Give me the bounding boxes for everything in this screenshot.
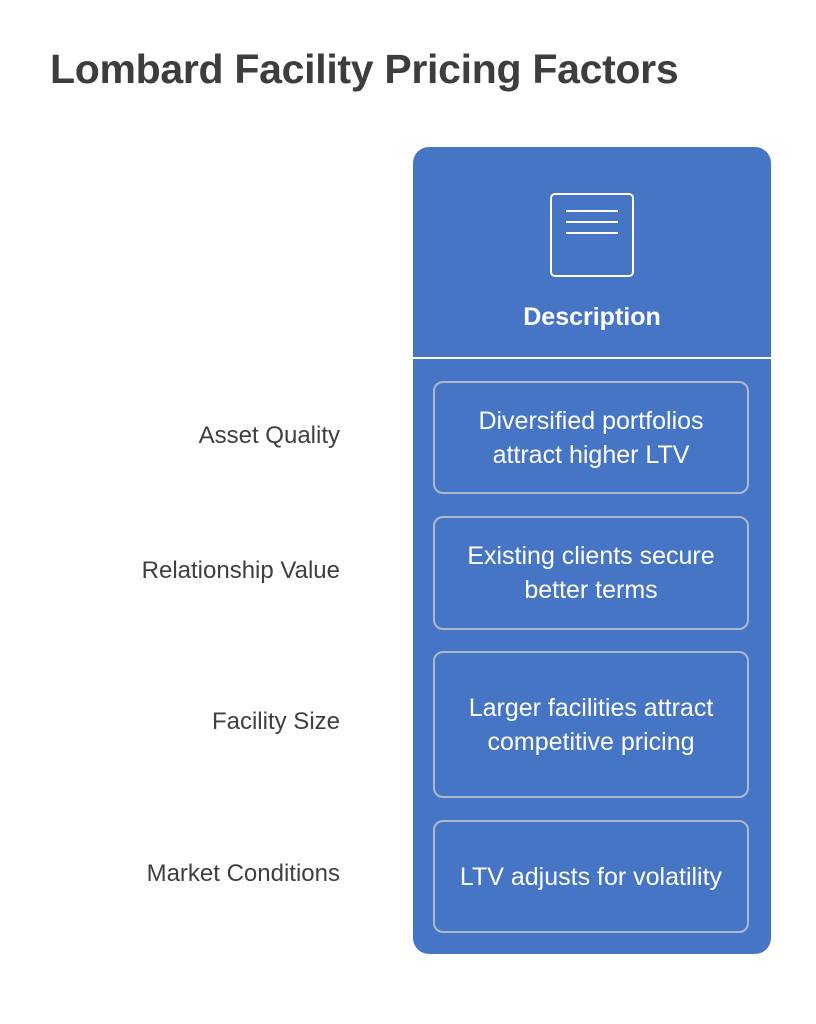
page-title: Lombard Facility Pricing Factors — [50, 46, 679, 92]
document-icon — [550, 193, 634, 277]
description-box-market-conditions: LTV adjusts for volatility — [433, 820, 749, 933]
description-text: Existing clients secure better terms — [467, 542, 715, 604]
description-column: Description Diversified portfolios attra… — [413, 147, 771, 954]
factor-label-asset-quality: Asset Quality — [198, 422, 340, 449]
factor-label-market-conditions: Market Conditions — [146, 860, 340, 887]
description-text: Diversified portfolios attract higher LT… — [478, 406, 704, 469]
description-text: Larger facilities attract competitive pr… — [468, 693, 714, 756]
column-header: Description — [413, 147, 771, 359]
factor-label-facility-size: Facility Size — [211, 708, 340, 735]
description-text: LTV adjusts for volatility — [459, 862, 723, 891]
description-box-asset-quality: Diversified portfolios attract higher LT… — [433, 381, 749, 494]
column-header-label: Description — [523, 303, 661, 331]
description-box-relationship-value: Existing clients secure better terms — [433, 516, 749, 630]
description-box-facility-size: Larger facilities attract competitive pr… — [433, 651, 749, 798]
factor-label-relationship-value: Relationship Value — [141, 557, 340, 584]
